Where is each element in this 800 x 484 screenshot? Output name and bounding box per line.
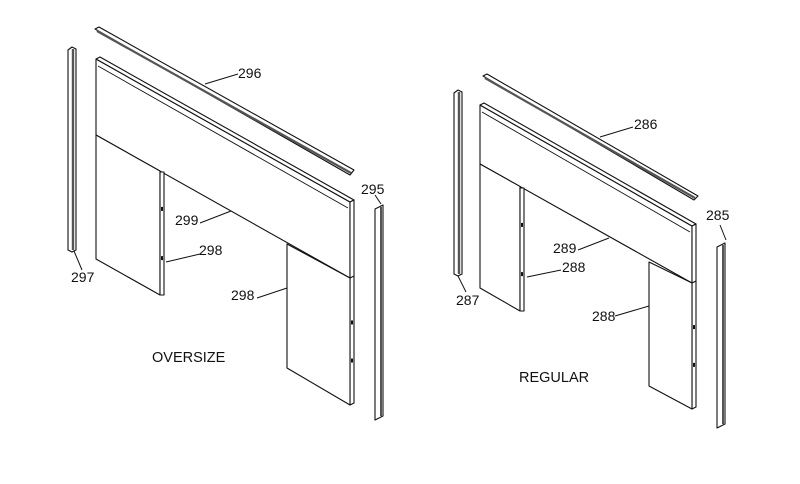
label-left-leg-oversize: 298 <box>199 242 223 258</box>
label-left-trim-regular: 287 <box>456 292 480 308</box>
leader-line-seam-oversize <box>199 210 232 224</box>
fastener-oversize-3 <box>351 358 353 363</box>
left-leg-regular <box>479 163 521 312</box>
fastener-oversize-1 <box>161 256 163 261</box>
leader-line-left-trim-regular <box>457 275 467 293</box>
leader-line-right-trim-oversize <box>374 194 382 205</box>
label-right-leg-regular: 288 <box>592 308 616 324</box>
label-right-trim-regular: 285 <box>706 207 730 223</box>
caption-oversize: OVERSIZE <box>152 350 226 366</box>
label-left-trim-oversize: 297 <box>71 269 95 285</box>
label-left-leg-regular: 288 <box>562 259 586 275</box>
leader-line-top-trim-regular <box>599 126 634 138</box>
leader-line-right-leg-oversize <box>256 287 288 299</box>
leader-line-right-trim-regular <box>719 224 727 241</box>
caption-regular: REGULAR <box>519 370 590 386</box>
top-trim-shadow-regular <box>484 77 696 199</box>
fastener-regular-1 <box>521 272 523 277</box>
panel-right-edge-oversize <box>349 199 355 406</box>
label-top-trim-regular: 286 <box>634 116 658 132</box>
right-leg-seam-oversize <box>349 275 355 279</box>
header-groove-oversize <box>97 65 349 209</box>
right-leg-regular <box>648 261 693 410</box>
left-leg-edge-regular <box>519 187 525 312</box>
leader-line-top-trim-oversize <box>204 73 239 85</box>
leader-line-seam-regular <box>577 237 610 251</box>
leader-line-left-trim-oversize <box>73 250 83 271</box>
right-leg-oversize <box>286 243 351 406</box>
fastener-oversize-2 <box>351 320 353 325</box>
leader-line-left-leg-oversize <box>165 253 201 263</box>
fastener-regular-2 <box>693 325 695 330</box>
left-leg-edge-oversize <box>159 171 165 296</box>
header-groove-regular <box>481 111 691 233</box>
fastener-oversize-0 <box>161 206 163 211</box>
leader-line-right-leg-regular <box>614 305 650 317</box>
top-trim-shadow-oversize <box>96 30 352 174</box>
label-top-trim-oversize: 296 <box>238 65 262 81</box>
fastener-regular-3 <box>693 362 695 367</box>
panel-right-edge-regular <box>691 223 697 410</box>
label-seam-oversize: 299 <box>175 212 199 228</box>
right-leg-seam-regular <box>691 280 697 284</box>
label-right-trim-oversize: 295 <box>361 181 385 197</box>
label-right-leg-oversize: 298 <box>231 287 255 303</box>
fastener-regular-0 <box>521 222 523 227</box>
leader-line-left-leg-regular <box>526 269 562 278</box>
label-seam-regular: 289 <box>553 240 577 256</box>
